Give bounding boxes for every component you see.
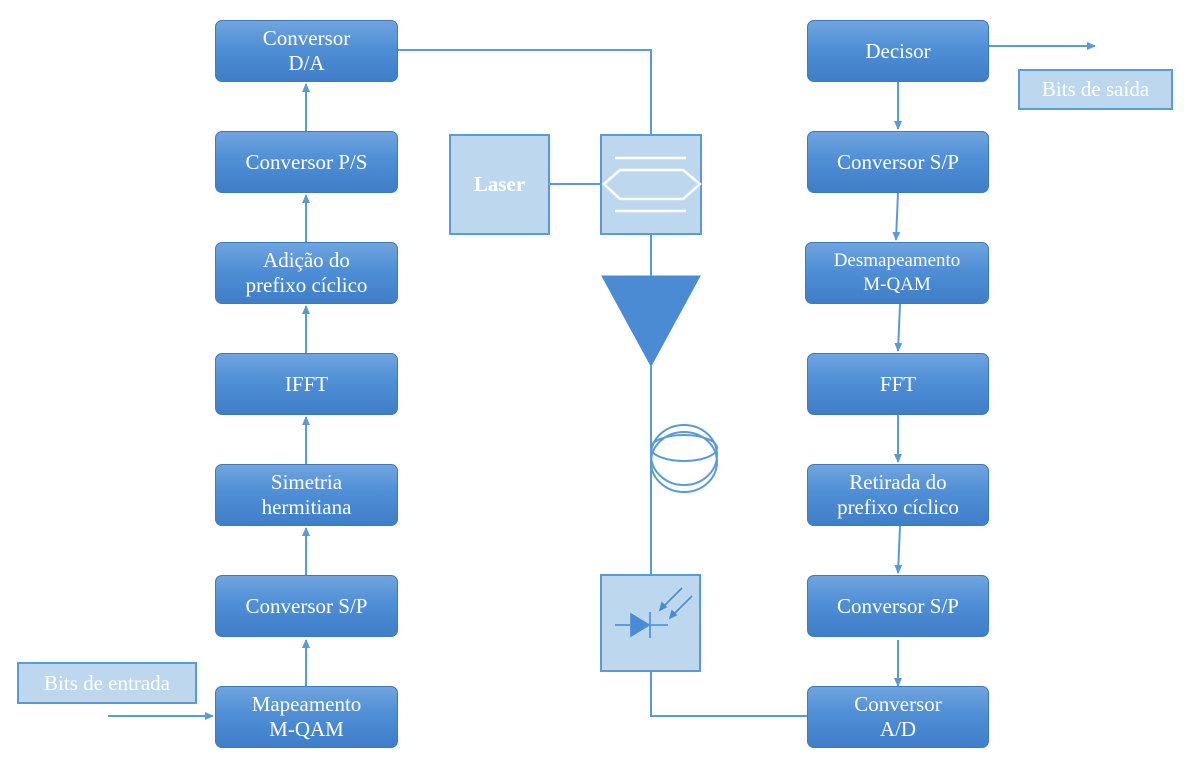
block-mapeamento-mqam: Mapeamento M-QAM xyxy=(215,686,398,748)
block-conversor-sp-tx: Conversor S/P xyxy=(215,575,398,637)
block-decisor: Decisor xyxy=(807,20,989,82)
line-da-modulator xyxy=(397,49,652,135)
mach-zehnder-modulator-icon xyxy=(600,134,702,235)
block-ifft: IFFT xyxy=(215,353,398,415)
block-desmapeamento-mqam: Desmapeamento M-QAM xyxy=(805,242,989,304)
amplifier-triangle-icon xyxy=(601,275,701,368)
arrow-rx-5 xyxy=(892,192,901,241)
fiber-spool-icon xyxy=(650,424,718,493)
block-conversor-da: Conversor D/A xyxy=(215,20,398,82)
block-retirada-prefixo: Retirada do prefixo cíclico xyxy=(807,464,989,526)
line-photodiode-ad xyxy=(650,671,808,717)
block-conversor-ps: Conversor P/S xyxy=(215,131,398,193)
block-conversor-sp-rx1: Conversor S/P xyxy=(807,575,989,637)
photodiode-icon xyxy=(600,574,701,672)
block-conversor-ad: Conversor A/D xyxy=(807,686,989,748)
bits-entrada-label: Bits de entrada xyxy=(17,662,197,704)
arrow-rx-4 xyxy=(894,303,903,352)
laser-block: Laser xyxy=(449,134,550,235)
block-simetria-hermitiana: Simetria hermitiana xyxy=(215,464,398,526)
block-fft: FFT xyxy=(807,353,989,415)
block-adicao-prefixo: Adição do prefixo cíclico xyxy=(215,242,398,304)
block-conversor-sp-rx2: Conversor S/P xyxy=(807,131,989,193)
bits-saida-label: Bits de saída xyxy=(1018,69,1173,110)
arrow-rx-2 xyxy=(894,525,903,574)
